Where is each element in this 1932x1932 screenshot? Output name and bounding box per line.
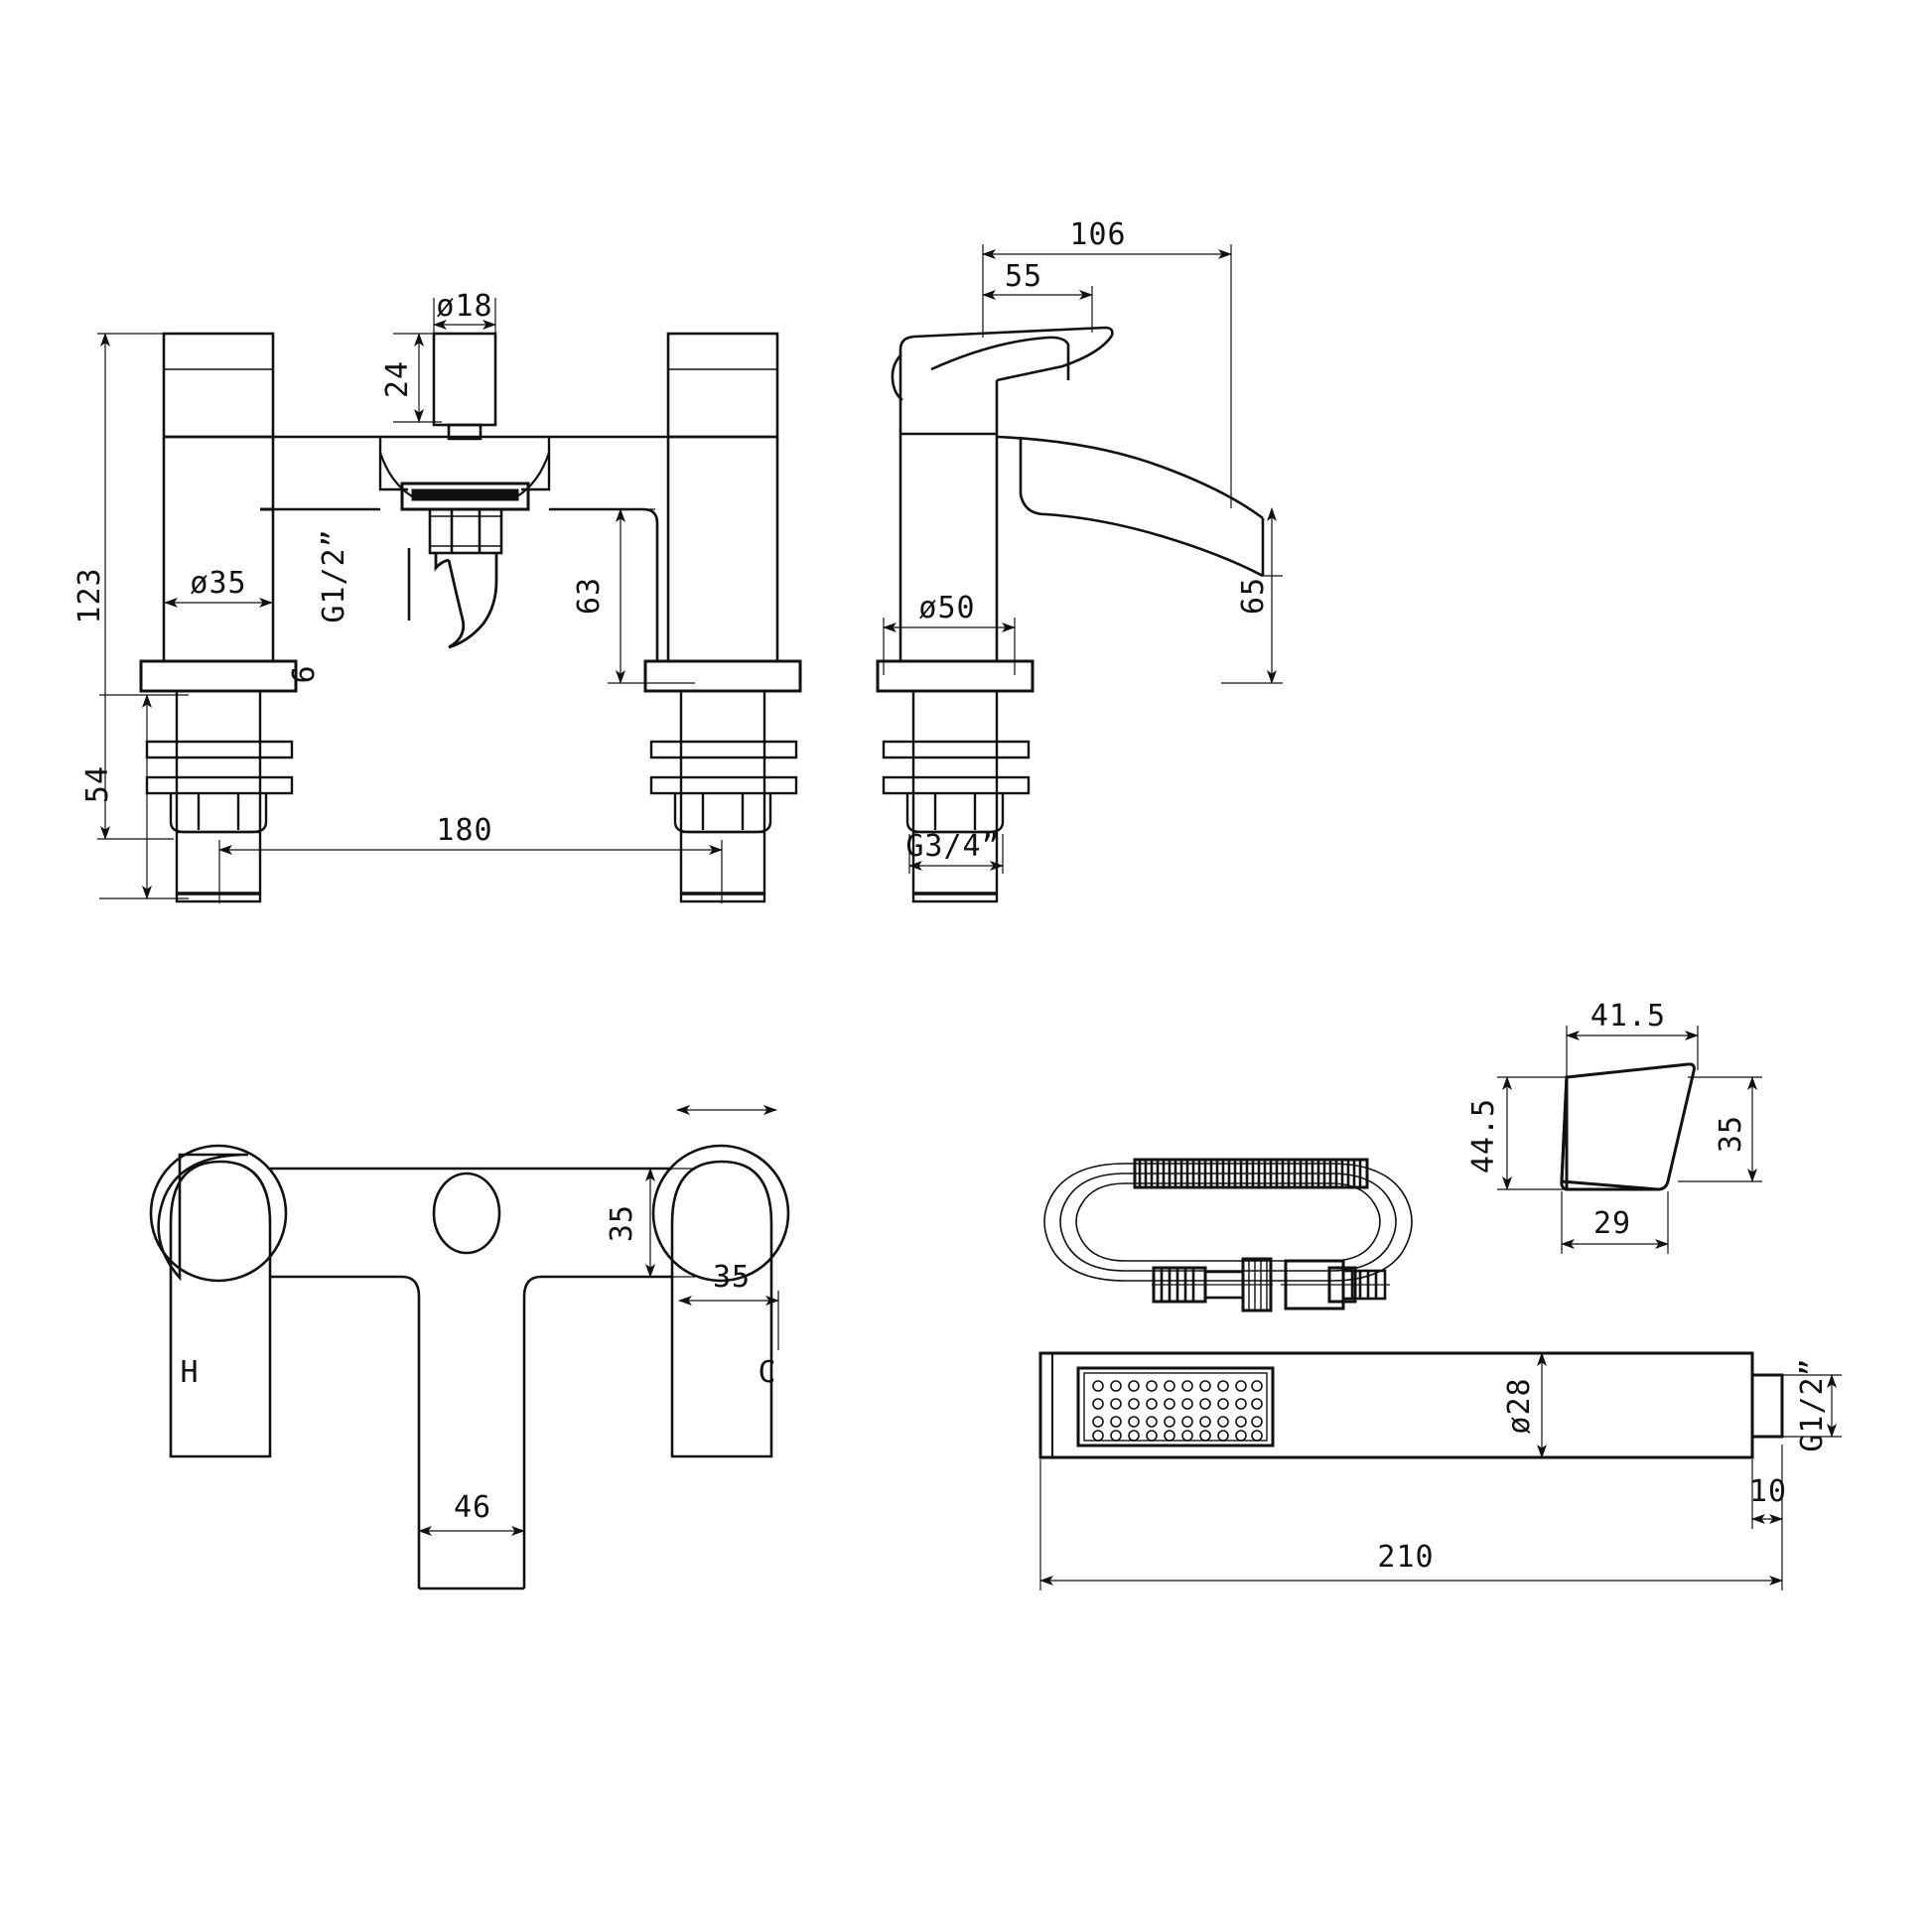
dim-label-phi35: ø35 <box>190 566 246 601</box>
handset-spray-plate <box>1076 1366 1275 1448</box>
dim-29 <box>1561 1191 1669 1254</box>
right-body-column <box>666 437 779 661</box>
dim-label-10: 10 <box>1749 1474 1787 1509</box>
dim-label-63: 63 <box>572 577 607 615</box>
dim-section-35 <box>1678 1076 1762 1182</box>
spout-hex-nut <box>428 507 503 555</box>
dim-123 <box>97 333 174 840</box>
dim-g12-handset <box>1782 1374 1842 1438</box>
dim-54 <box>99 694 189 899</box>
right-base-flange <box>643 659 802 693</box>
dim-label-106: 106 <box>1069 217 1126 252</box>
hose-corrugation-ribs <box>1138 1161 1362 1186</box>
right-handle <box>666 332 779 439</box>
right-mounting-stud <box>649 691 798 903</box>
plan-label-cold: C <box>758 1355 776 1390</box>
dim-label-phi50: ø50 <box>918 591 975 625</box>
dim-plan-handle-width <box>679 1112 778 1120</box>
dim-445 <box>1497 1076 1575 1190</box>
dim-label-29: 29 <box>1593 1206 1631 1241</box>
dim-g34 <box>908 834 1004 874</box>
dim-label-54: 54 <box>80 765 115 803</box>
hose-connector-left <box>1152 1257 1273 1312</box>
shower-hose <box>1043 1158 1413 1312</box>
front-elevation-view <box>97 298 802 903</box>
dim-180 <box>218 840 723 903</box>
plan-outline <box>149 1144 790 1590</box>
hose-coil-outlines <box>1043 1163 1413 1282</box>
dim-46 <box>419 1261 524 1265</box>
dim-24 <box>393 333 442 423</box>
dim-210 <box>1039 1459 1783 1590</box>
dim-label-445: 44.5 <box>1466 1098 1501 1173</box>
hose-corrugation <box>1133 1158 1369 1189</box>
handset-view <box>1038 1351 1842 1590</box>
handset-spray-holes <box>1092 1380 1263 1442</box>
dimension-text-layer: 123 54 ø35 ø18 24 G1/2” 6 63 180 106 55 … <box>72 217 1830 1575</box>
dim-65 <box>1221 507 1283 684</box>
dim-label-section-35: 35 <box>1714 1115 1748 1153</box>
spout-section-outline <box>1560 1062 1696 1191</box>
dim-415 <box>1566 1026 1699 1082</box>
side-base-flange <box>876 659 1035 693</box>
dim-label-6: 6 <box>287 664 322 683</box>
dim-label-210: 210 <box>1377 1540 1434 1575</box>
spout-escutcheon <box>378 437 551 511</box>
dim-label-46: 46 <box>454 1490 491 1525</box>
side-lever-cap <box>891 326 1114 434</box>
plan-view <box>149 1105 790 1590</box>
dim-label-g12-handset: G1/2” <box>1795 1357 1830 1451</box>
dim-label-plan-35-vertical: 35 <box>605 1204 639 1242</box>
left-body-column <box>162 437 275 661</box>
dim-label-65: 65 <box>1236 577 1271 615</box>
side-spout <box>996 435 1265 578</box>
dim-phi18 <box>433 298 496 338</box>
dim-label-phi28: ø28 <box>1502 1377 1537 1434</box>
dim-10 <box>1751 1445 1783 1529</box>
dim-label-55: 55 <box>1005 259 1042 294</box>
spout-nozzle <box>434 553 498 649</box>
hose-connector-right <box>1281 1259 1390 1311</box>
dim-label-plan-35-horizontal: 35 <box>713 1260 751 1295</box>
side-elevation-view <box>876 244 1283 903</box>
left-handle <box>162 332 275 439</box>
dim-label-g12-front: G1/2” <box>317 528 351 622</box>
dim-plan-35-horiz <box>678 1291 779 1350</box>
dim-label-g34: G3/4” <box>905 829 1000 864</box>
left-mounting-stud <box>145 691 294 903</box>
dim-label-415: 41.5 <box>1590 999 1666 1034</box>
left-base-flange <box>139 659 298 693</box>
diverter-knob <box>432 332 497 441</box>
handset-connector <box>1750 1373 1784 1439</box>
dim-55 <box>982 286 1093 333</box>
side-mounting-stud <box>882 691 1031 903</box>
dim-phi50 <box>883 618 1016 675</box>
dim-plan-35-vertical <box>640 1168 695 1278</box>
dim-label-phi18: ø18 <box>436 289 492 324</box>
dim-label-24: 24 <box>380 360 415 398</box>
plan-label-hot: H <box>180 1355 199 1390</box>
dim-label-180: 180 <box>436 813 492 848</box>
dim-63 <box>608 508 695 684</box>
spout-section-view <box>1497 1026 1762 1254</box>
dim-label-123: 123 <box>72 567 107 623</box>
